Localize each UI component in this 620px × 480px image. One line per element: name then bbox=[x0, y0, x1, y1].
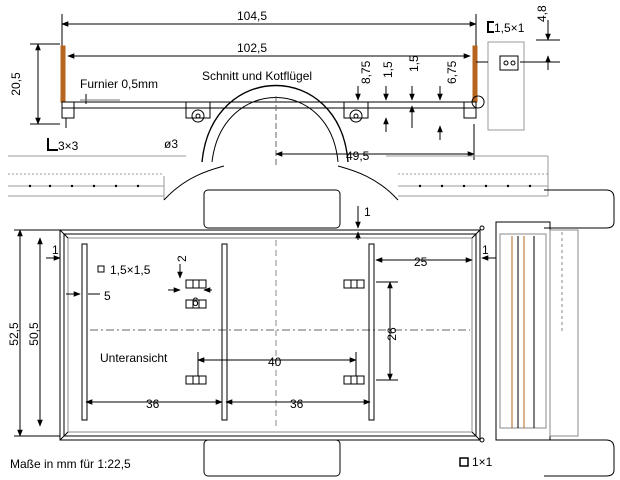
strip-dots bbox=[28, 184, 532, 188]
dim-40: 40 bbox=[268, 355, 282, 369]
label-scale-note: Maße in mm für 1:22,5 bbox=[10, 457, 131, 471]
dim-right-1: 1 bbox=[482, 243, 489, 257]
dim-5: 5 bbox=[104, 289, 111, 303]
dim-8-75: 8,75 bbox=[359, 60, 373, 84]
dim-26: 26 bbox=[385, 327, 399, 341]
dim-2: 2 bbox=[175, 255, 189, 262]
dim-50-5: 50,5 bbox=[27, 322, 41, 346]
label-veneer: Furnier 0,5mm bbox=[80, 77, 158, 91]
dim-top-total: 104,5 bbox=[237, 9, 267, 23]
dim-right-profile: 1,5×1 bbox=[494, 21, 525, 35]
dim-52-5: 52,5 bbox=[7, 322, 21, 346]
label-diameter: ø3 bbox=[164, 137, 178, 151]
dim-36-left: 36 bbox=[146, 397, 160, 411]
label-section-title: Schnitt und Kotflügel bbox=[202, 69, 312, 83]
end-profile bbox=[203, 221, 615, 477]
dim-1-5-a: 1,5 bbox=[381, 61, 395, 78]
dim-6-75: 6,75 bbox=[445, 60, 459, 84]
dim-6: 6 bbox=[192, 295, 199, 309]
dim-1-5-b: 1,5 bbox=[407, 55, 421, 72]
dim-top-inner: 102,5 bbox=[237, 41, 267, 55]
side-strip bbox=[8, 155, 615, 229]
dim-25: 25 bbox=[414, 255, 428, 269]
dim-gap-top: 1 bbox=[364, 205, 371, 219]
dim-arch-width: 49,5 bbox=[346, 149, 370, 163]
dim-square-small: 1,5×1,5 bbox=[110, 263, 151, 277]
dim-36-right: 36 bbox=[290, 397, 304, 411]
dim-left-edge: 1 bbox=[52, 243, 59, 257]
bottom-view bbox=[14, 206, 496, 441]
label-bottom-view: Unteransicht bbox=[100, 351, 168, 365]
dim-height: 20,5 bbox=[9, 72, 23, 96]
label-angle: 3×3 bbox=[58, 139, 79, 153]
section-view bbox=[30, 14, 560, 168]
label-square-profile: 1×1 bbox=[472, 455, 493, 469]
dim-right-small: 4,8 bbox=[535, 5, 549, 22]
